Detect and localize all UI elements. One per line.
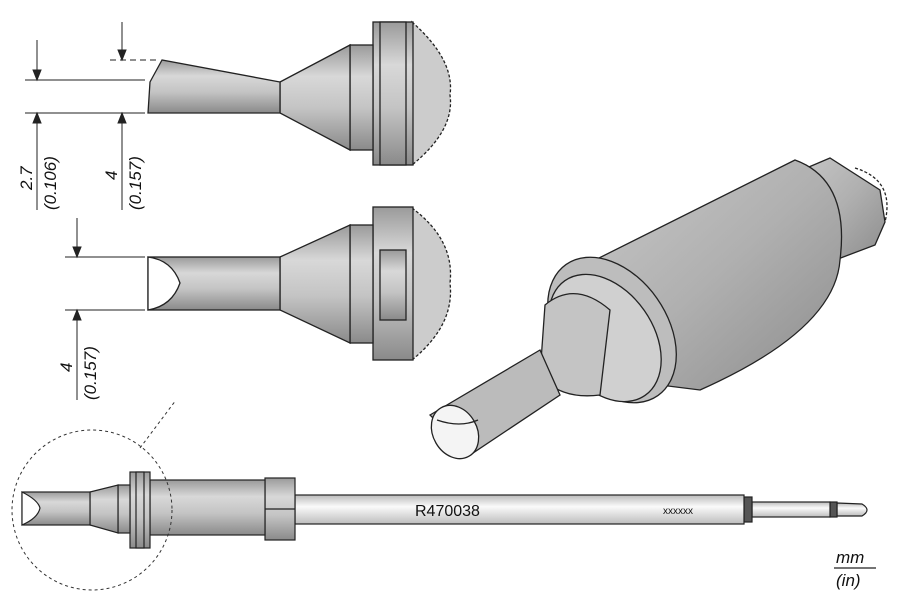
- dim-top-width-in: (0.106): [41, 156, 60, 210]
- dim-middle-width-mm: 4: [57, 363, 76, 372]
- part-number: R470038: [415, 503, 480, 520]
- detail-leader-line: [139, 399, 177, 449]
- top-dimension-lines: [25, 22, 160, 210]
- unit-in: (in): [836, 571, 861, 590]
- unit-mm: mm: [836, 548, 864, 567]
- dim-top-height-in: (0.157): [126, 156, 145, 210]
- middle-view-tip: [147, 206, 452, 362]
- isometric-view-tip: [428, 157, 888, 460]
- top-view-tip: [147, 20, 452, 167]
- dim-top-height-mm: 4: [102, 171, 121, 180]
- dim-middle-width-in: (0.157): [81, 346, 100, 400]
- dim-top-width-mm: 2.7: [17, 166, 36, 191]
- detail-circle: [11, 429, 173, 591]
- serial-marking: xxxxxx: [663, 506, 693, 517]
- middle-dimension-lines: [65, 218, 145, 400]
